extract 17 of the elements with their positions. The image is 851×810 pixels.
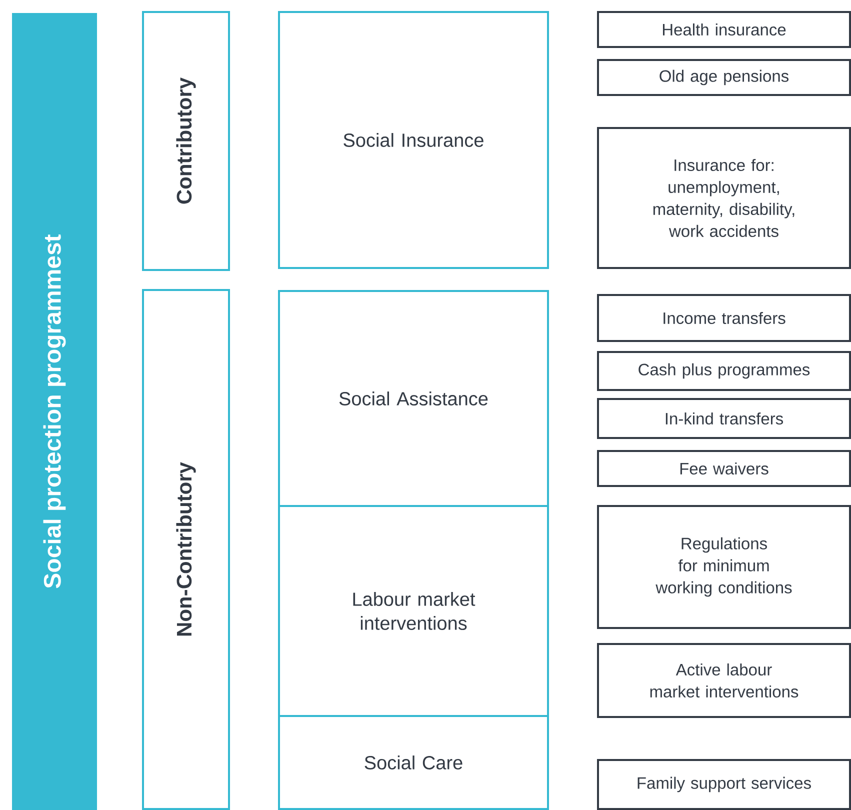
programme-box: Social Care [278, 715, 549, 810]
programme-box: Labour market interventions [278, 505, 549, 717]
item-box: Insurance for: unemployment, maternity, disability, work accidents [597, 127, 851, 269]
side-band: Social protection programmest [12, 13, 97, 810]
item-box: Regulations for minimum working conditions [597, 505, 851, 629]
item-box: Family support services [597, 759, 851, 810]
item-box: In-kind transfers [597, 398, 851, 439]
programme-box: Social Assistance [278, 290, 549, 507]
category-box: Contributory [142, 11, 230, 271]
item-box: Income transfers [597, 294, 851, 342]
item-box: Active labour market interventions [597, 643, 851, 718]
programme-box: Social Insurance [278, 11, 549, 269]
item-box: Cash plus programmes [597, 351, 851, 391]
item-box: Fee waivers [597, 450, 851, 487]
item-box: Health insurance [597, 11, 851, 48]
category-box: Non-Contributory [142, 289, 230, 810]
item-box: Old age pensions [597, 59, 851, 96]
